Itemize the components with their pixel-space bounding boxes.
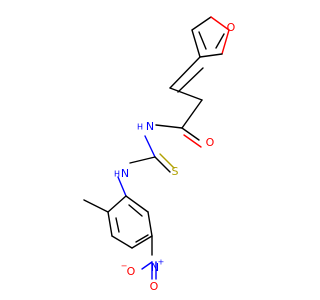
aryl-n-bond <box>117 176 127 197</box>
carbonyl-oxygen-label: O <box>206 136 215 149</box>
furan-bond-c3a-c3 <box>191 29 201 58</box>
methyl-group <box>83 199 109 213</box>
aryl-double-1 <box>115 217 120 233</box>
furan-double-inner <box>198 31 207 50</box>
aryl-nitrogen-label: N <box>121 167 129 180</box>
vinyl-bond-1 <box>169 56 201 89</box>
nitro-plus-charge: + <box>158 258 165 267</box>
carbonyl-bond-1 <box>181 127 200 141</box>
amide-n-to-thio-c <box>144 135 156 158</box>
vinyl-double <box>177 67 204 93</box>
chemical-structure-diagram: O O N H S N H N + O − O <box>83 16 236 293</box>
methyl-bond <box>83 199 109 213</box>
structure-canvas: O O N H S N H N + O − O <box>83 16 236 293</box>
amide-bond <box>155 124 183 129</box>
amide-nitrogen-label: N <box>146 120 154 133</box>
carbonyl-bond-2 <box>183 134 202 148</box>
nitro-oxygen-left-label: O <box>127 265 136 278</box>
furan-bond-c4-o <box>210 16 230 31</box>
furan-bond-c3-c4 <box>191 16 212 31</box>
aryl-bond-3 <box>111 235 133 249</box>
thio-c-to-s-2 <box>159 153 175 169</box>
aryl-bond-1 <box>107 195 127 213</box>
aryl-bond-5 <box>147 211 153 237</box>
nitro-group <box>141 235 157 280</box>
nitro-oxygen-bottom-label: O <box>150 280 159 293</box>
furan-oxygen-label: O <box>227 21 236 34</box>
aryl-hydrogen-label: H <box>114 170 120 179</box>
aryl-bond-6 <box>125 195 149 213</box>
furan-ring <box>191 16 230 58</box>
thio-sulfur-label: S <box>172 165 179 178</box>
aryl-bond-2 <box>107 211 113 237</box>
aryl-double-2 <box>135 234 149 243</box>
furan-double-inner-2 <box>215 33 225 49</box>
thio-c-to-aryl-n <box>129 156 156 164</box>
furan-bond-c2-c3a <box>199 53 223 58</box>
vinyl-linker <box>169 56 204 129</box>
aryl-double-3 <box>128 204 143 217</box>
carbonyl-group <box>155 124 202 148</box>
vinyl-bond-2 <box>169 87 203 101</box>
amide-hydrogen-label: H <box>137 123 143 132</box>
thiourea-core <box>129 135 175 173</box>
furan-bond-o-c2 <box>221 29 230 55</box>
aryl-ring <box>107 176 153 249</box>
nitro-oxygen-left-minus: − <box>121 262 128 271</box>
thio-c-to-s-1 <box>154 156 171 173</box>
nitro-n-o-left-bond <box>141 261 153 270</box>
vinyl-bond-3 <box>181 99 203 129</box>
nitro-nitrogen-label: N <box>151 261 159 274</box>
aryl-bond-4 <box>131 235 153 249</box>
